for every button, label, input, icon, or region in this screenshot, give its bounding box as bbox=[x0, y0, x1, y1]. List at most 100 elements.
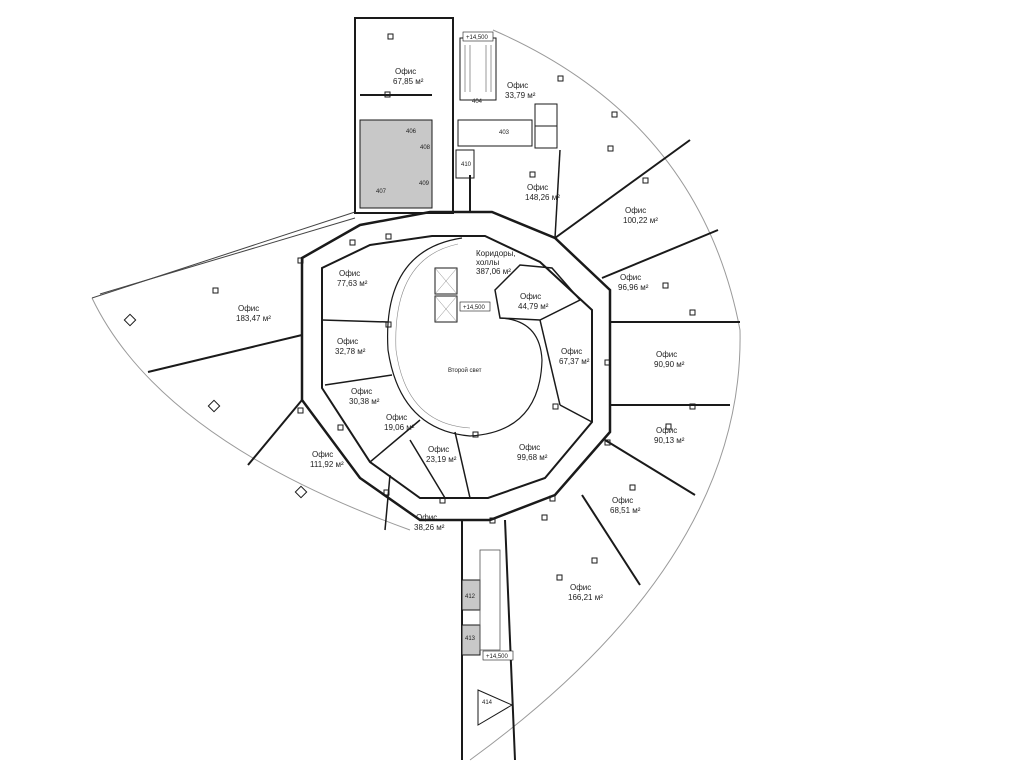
room-area: 96,96 м² bbox=[618, 283, 649, 292]
room-number: 409 bbox=[419, 181, 430, 187]
lift-shaft-1 bbox=[534, 103, 558, 127]
atrium-label: Второй свет bbox=[448, 367, 482, 374]
level-tag: +14,500 bbox=[463, 305, 486, 311]
room-number: 412 bbox=[465, 594, 476, 600]
room-name: Офис bbox=[519, 443, 540, 452]
atrium-outline bbox=[386, 237, 543, 437]
stair-north bbox=[459, 37, 497, 101]
lift-shaft-2 bbox=[534, 125, 558, 149]
room-number: 413 bbox=[465, 636, 476, 642]
room-name: Офис bbox=[386, 413, 407, 422]
room-area: 67,37 м² bbox=[559, 357, 590, 366]
room-area: 100,22 м² bbox=[623, 216, 658, 225]
wall bbox=[409, 439, 446, 499]
room-number: 407 bbox=[376, 189, 387, 195]
corridors-area: 387,06 м² bbox=[476, 267, 511, 276]
diamond-markers bbox=[123, 313, 308, 499]
wall bbox=[581, 494, 641, 586]
room-name: Офис bbox=[612, 496, 633, 505]
wall bbox=[554, 139, 691, 239]
room-area: 183,47 м² bbox=[236, 314, 271, 323]
wall bbox=[539, 319, 561, 406]
room-area: 23,19 м² bbox=[426, 455, 457, 464]
inner-octagon bbox=[321, 235, 593, 499]
room-area: 44,79 м² bbox=[518, 302, 549, 311]
room-403-box bbox=[457, 119, 533, 147]
room-area: 30,38 м² bbox=[349, 397, 380, 406]
room-name: Офис bbox=[570, 583, 591, 592]
room-410-box bbox=[455, 149, 475, 179]
room-name: Офис bbox=[416, 513, 437, 522]
wall bbox=[147, 334, 303, 373]
room-name: Офис bbox=[561, 347, 582, 356]
room-name: Офис bbox=[337, 337, 358, 346]
wall bbox=[454, 431, 471, 499]
room-area: 99,68 м² bbox=[517, 453, 548, 462]
room-name: Офис bbox=[656, 350, 677, 359]
outer-octagon bbox=[300, 210, 612, 522]
wall bbox=[604, 439, 696, 496]
room-name: Офис bbox=[507, 81, 528, 90]
room-area: 19,06 м² bbox=[384, 423, 415, 432]
room-numbers: 403 404 406 407 408 409 410 412 413 414 bbox=[376, 99, 510, 706]
room-name: Офис bbox=[351, 387, 372, 396]
wall bbox=[247, 399, 303, 466]
room-number: 408 bbox=[420, 145, 431, 151]
room-area: 67,85 м² bbox=[393, 77, 424, 86]
corridors-name: Коридоры, bbox=[476, 249, 516, 258]
room-number: 404 bbox=[472, 99, 483, 105]
room-name: Офис bbox=[620, 273, 641, 282]
north-core bbox=[354, 17, 454, 214]
south-corridor-wall bbox=[504, 519, 516, 761]
room-area: 33,79 м² bbox=[505, 91, 536, 100]
wall bbox=[601, 229, 719, 279]
atrium-inner bbox=[395, 243, 471, 429]
wall bbox=[321, 319, 389, 323]
stair-south bbox=[479, 549, 501, 651]
room-name: Офис bbox=[625, 206, 646, 215]
inner-lift-2 bbox=[434, 295, 458, 323]
room-area: 77,63 м² bbox=[337, 279, 368, 288]
wall bbox=[384, 474, 391, 531]
facade-glazing bbox=[469, 29, 741, 761]
room-labels: Офис 67,85 м² Офис 33,79 м² Офис 148,26 … bbox=[236, 67, 685, 602]
room-number: 406 bbox=[406, 129, 417, 135]
room-area: 166,21 м² bbox=[568, 593, 603, 602]
columns bbox=[212, 33, 696, 581]
facade-wing-top-2 bbox=[99, 217, 356, 295]
room-name: Офис bbox=[520, 292, 541, 301]
room-number: 403 bbox=[499, 130, 510, 136]
room-414-triangle bbox=[477, 689, 514, 726]
level-tags: +14,500 +14,500 +14,500 bbox=[459, 31, 514, 661]
level-tag: +14,500 bbox=[486, 654, 509, 660]
lift-cross bbox=[434, 267, 458, 295]
wall bbox=[324, 374, 393, 386]
wall bbox=[559, 404, 593, 423]
wall bbox=[554, 149, 561, 239]
room-area: 90,13 м² bbox=[654, 436, 685, 445]
facade-glazing-west bbox=[91, 297, 411, 531]
wall bbox=[369, 419, 421, 463]
room-area: 148,26 м² bbox=[525, 193, 560, 202]
room-area: 32,78 м² bbox=[335, 347, 366, 356]
room-name: Офис bbox=[395, 67, 416, 76]
room-name: Офис bbox=[312, 450, 333, 459]
room-name: Офис bbox=[238, 304, 259, 313]
room-44-79-outline bbox=[494, 264, 582, 321]
stair-treads bbox=[464, 45, 492, 92]
room-name: Офис bbox=[527, 183, 548, 192]
room-name: Офис bbox=[656, 426, 677, 435]
lift-cross bbox=[434, 295, 458, 323]
room-area: 111,92 м² bbox=[310, 460, 344, 469]
room-area: 90,90 м² bbox=[654, 360, 685, 369]
room-area: 38,26 м² bbox=[414, 523, 445, 532]
room-name: Офис bbox=[428, 445, 449, 454]
room-number: 410 bbox=[461, 162, 472, 168]
level-tag: +14,500 bbox=[466, 35, 489, 41]
corridors-name-2: холлы bbox=[476, 258, 500, 267]
room-number: 414 bbox=[482, 700, 493, 706]
inner-lift-1 bbox=[434, 267, 458, 295]
room-area: 68,51 м² bbox=[610, 506, 641, 515]
